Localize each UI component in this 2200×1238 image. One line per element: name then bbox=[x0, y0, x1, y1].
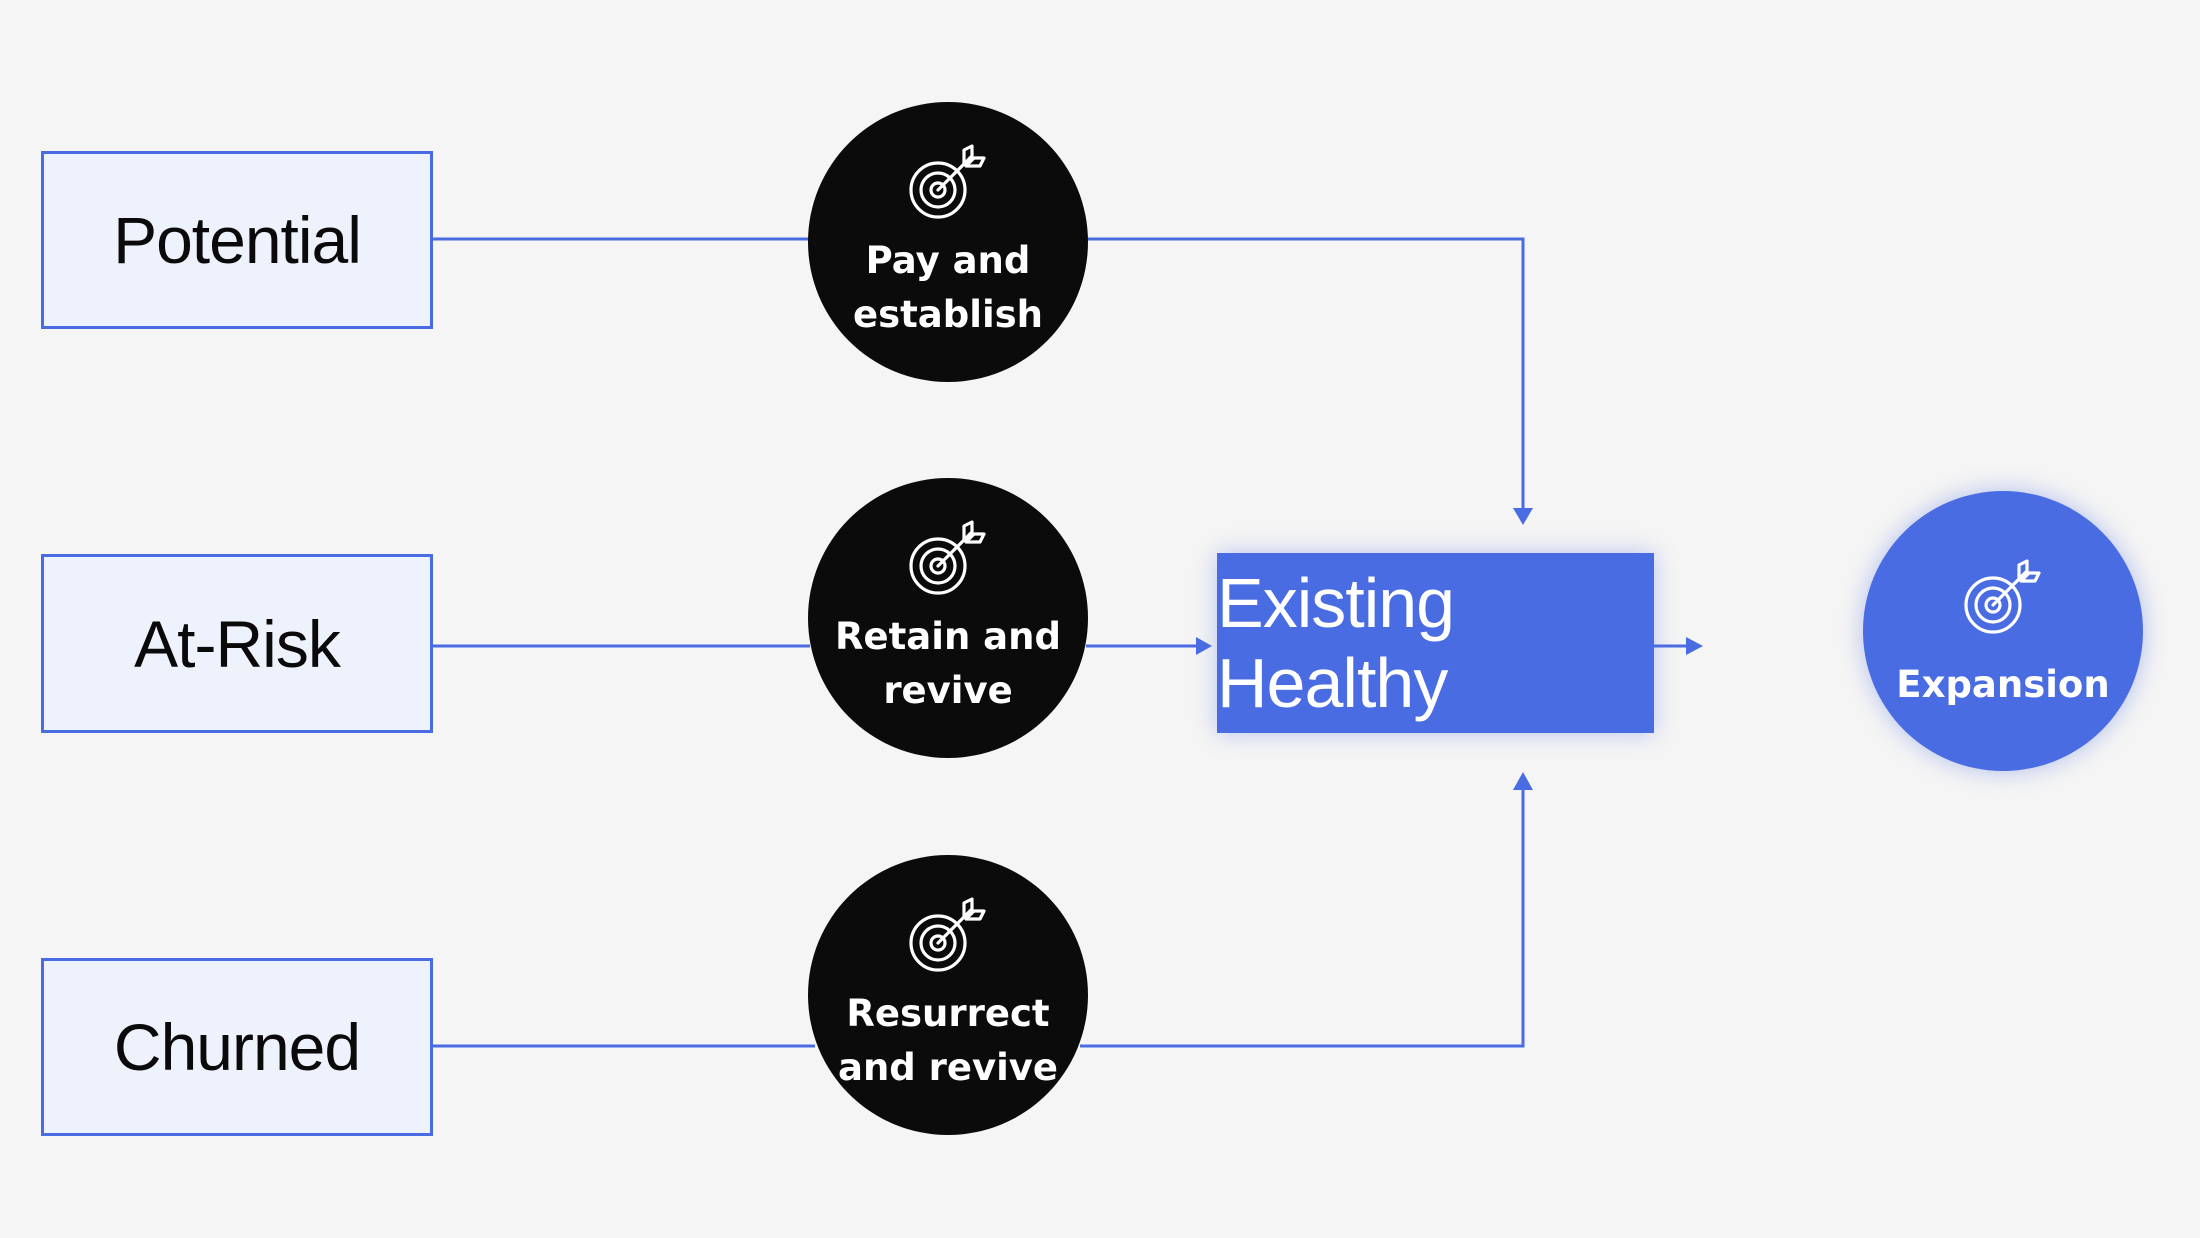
goal-expansion: Expansion bbox=[1863, 491, 2143, 771]
hub-existing-healthy: Existing Healthy bbox=[1217, 553, 1654, 733]
state-potential: Potential bbox=[41, 151, 433, 329]
state-churned: Churned bbox=[41, 958, 433, 1136]
target-arrow-icon bbox=[909, 520, 986, 595]
action-resurrect-and-revive: Resurrect and revive bbox=[808, 855, 1088, 1135]
goal-label: Expansion bbox=[1896, 662, 2110, 706]
action-label: Retain and revive bbox=[835, 615, 1061, 712]
action-pay-and-establish: Pay and establish bbox=[808, 102, 1088, 382]
target-arrow-icon bbox=[909, 897, 986, 972]
state-label: At-Risk bbox=[134, 606, 341, 681]
target-arrow-icon bbox=[1964, 558, 2041, 634]
state-label: Potential bbox=[113, 203, 362, 277]
hub-label: Existing Healthy bbox=[1217, 564, 1455, 722]
action-label: Resurrect and revive bbox=[837, 992, 1059, 1089]
action-retain-and-revive: Retain and revive bbox=[808, 478, 1088, 758]
action-label: Pay and establish bbox=[853, 239, 1043, 336]
target-arrow-icon bbox=[909, 144, 986, 219]
state-at-risk: At-Risk bbox=[41, 554, 433, 733]
state-label: Churned bbox=[113, 1010, 361, 1084]
